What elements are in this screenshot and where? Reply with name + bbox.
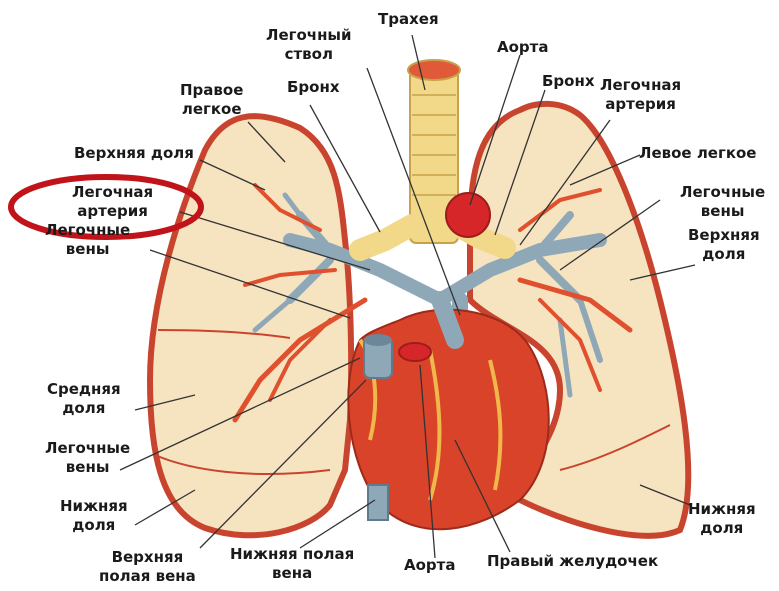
label-middle-lobe: Средняя доля bbox=[47, 380, 121, 418]
label-pulmonary-veins-right-upper: Легочные вены bbox=[45, 221, 130, 259]
label-bronchus-right: Бронх bbox=[287, 78, 340, 97]
label-aorta-bottom: Аорта bbox=[404, 556, 455, 575]
label-pulmonary-artery-left: Легочная артерия bbox=[600, 76, 681, 114]
label-pulmonary-veins-left: Легочные вены bbox=[680, 183, 765, 221]
label-right-lung: Правое легкое bbox=[180, 81, 243, 119]
label-upper-lobe-right: Верхняя доля bbox=[74, 144, 194, 163]
label-left-lung: Левое легкое bbox=[639, 144, 756, 163]
label-inferior-vena-cava: Нижняя полая вена bbox=[230, 545, 354, 583]
label-pulmonary-artery-right: Легочная артерия bbox=[72, 183, 153, 221]
label-trachea: Трахея bbox=[378, 10, 439, 29]
aortic-arch bbox=[446, 193, 490, 237]
label-superior-vena-cava: Верхняя полая вена bbox=[99, 548, 196, 586]
label-upper-lobe-left: Верхняя доля bbox=[688, 226, 760, 264]
label-right-ventricle: Правый желудочек bbox=[487, 552, 658, 571]
label-pulmonary-trunk: Легочный ствол bbox=[266, 26, 352, 64]
label-aorta-top: Аорта bbox=[497, 38, 548, 57]
label-pulmonary-veins-right-lower: Легочные вены bbox=[45, 439, 130, 477]
label-lower-lobe-right: Нижняя доля bbox=[60, 497, 128, 535]
label-bronchus-left: Бронх bbox=[542, 72, 595, 91]
label-lower-lobe-left: Нижняя доля bbox=[688, 500, 756, 538]
